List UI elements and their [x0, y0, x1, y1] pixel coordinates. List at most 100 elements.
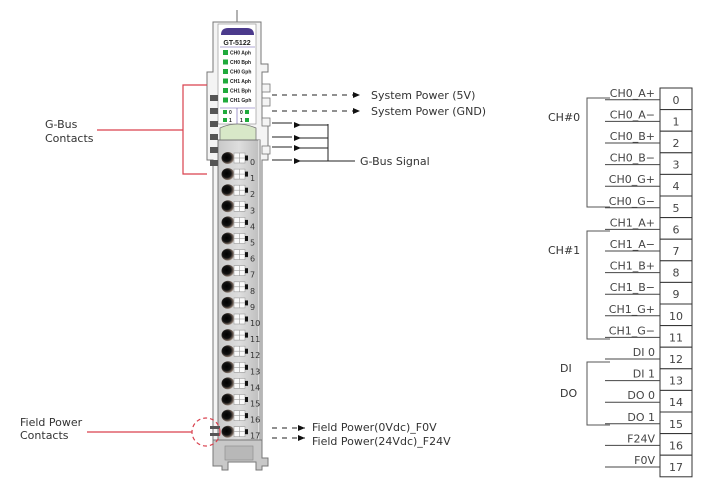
pin-number: 17 — [669, 461, 683, 474]
gbus-signal-arrows: G-Bus Signal — [272, 122, 430, 168]
led-indicator — [223, 97, 228, 103]
pin-number: 10 — [669, 310, 683, 323]
terminal-slot: 10 — [221, 313, 260, 328]
led-in-1-label: 1 — [229, 118, 232, 124]
terminal-number: 15 — [250, 400, 260, 409]
pin-signal-label: F24V — [627, 432, 655, 445]
release-slot — [245, 380, 248, 386]
release-slot — [245, 413, 248, 419]
screw-hole — [221, 216, 235, 229]
terminal-number: 2 — [250, 190, 255, 199]
gbus-bracket — [182, 84, 207, 175]
led-indicator — [223, 88, 228, 93]
foot-slot — [224, 445, 254, 461]
dio-bracket — [586, 361, 610, 426]
terminal-number: 5 — [250, 239, 255, 248]
contact-notch — [261, 117, 271, 127]
pin-signal-label: CH0_A− — [610, 108, 655, 121]
release-slot — [245, 268, 248, 274]
field-power-pin — [210, 433, 220, 436]
screw-hole — [221, 296, 235, 309]
led-indicator — [223, 59, 228, 65]
pinout-table: 0CH0_A+1CH0_A−2CH0_B+3CH0_B−4CH0_G+5CH0_… — [605, 87, 693, 478]
system-power-5v-label: System Power (5V) — [371, 89, 475, 102]
pin-signal-label: CH1_A+ — [610, 216, 655, 229]
pin-number: 15 — [669, 418, 683, 431]
pin-signal-label: CH1_B+ — [610, 260, 655, 273]
led-indicator — [223, 69, 228, 74]
pin-signal-label: CH1_G− — [609, 324, 655, 337]
release-slot — [245, 429, 248, 435]
terminal-number: 7 — [250, 271, 255, 280]
ch0-bracket — [586, 97, 610, 208]
gbus-contacts-callout: G-Bus Contacts — [45, 84, 207, 175]
terminal-slot: 1 — [221, 168, 255, 183]
pin-number: 5 — [673, 202, 680, 215]
terminal-slot: 4 — [221, 216, 255, 231]
gbus-pin — [210, 108, 218, 114]
terminal-slot: 5 — [221, 232, 255, 248]
screw-hole — [221, 184, 235, 197]
release-slot — [245, 187, 248, 193]
terminal-number: 3 — [250, 206, 255, 215]
screw-hole — [221, 345, 235, 358]
pin-number: 3 — [673, 159, 680, 172]
led-out-0-label: 0 — [240, 110, 243, 116]
field-power-arrows: Field Power(0Vdc)_F0V Field Power(24Vdc)… — [272, 421, 451, 448]
terminal-slot: 0 — [221, 152, 255, 167]
terminal-slot: 15 — [221, 393, 260, 409]
system-power-gnd-label: System Power (GND) — [371, 105, 486, 118]
terminal-slot: 11 — [221, 329, 260, 344]
screw-hole — [221, 361, 235, 374]
terminal-number: 14 — [250, 383, 260, 392]
pin-number: 7 — [673, 245, 680, 258]
gbus-right-contacts — [261, 83, 271, 155]
terminal-slot: 8 — [221, 280, 255, 296]
pin-signal-label: F0V — [634, 454, 655, 467]
release-slot — [245, 155, 248, 161]
pin-signal-label: CH1_A− — [610, 238, 655, 251]
ch1-bracket — [586, 230, 610, 340]
screw-hole — [221, 393, 235, 406]
gbus-signal-label: G-Bus Signal — [360, 155, 430, 168]
gbus-pin — [210, 160, 218, 166]
screw-hole — [221, 409, 235, 422]
pin-signal-label: CH0_G− — [609, 195, 655, 208]
screw-hole — [221, 313, 235, 325]
terminal-number: 13 — [250, 367, 260, 376]
pinout-groups: CH#0 CH#1 DI DO — [548, 97, 610, 426]
led-in-0 — [223, 110, 227, 114]
pin-signal-label: CH0_A+ — [610, 87, 655, 100]
pin-number: 16 — [669, 439, 683, 452]
terminal-slot: 9 — [221, 296, 255, 312]
release-slot — [245, 316, 248, 322]
pin-number: 8 — [673, 267, 680, 280]
terminal-slot: 14 — [221, 377, 260, 392]
terminal-number: 4 — [250, 222, 255, 231]
pin-signal-label: CH0_B− — [610, 152, 655, 165]
contact-notch — [261, 83, 271, 93]
led-out-1 — [245, 118, 249, 122]
pinout-row: 8 CH1_B+ — [605, 260, 693, 283]
terminal-slot: 2 — [221, 184, 255, 199]
pinout-row: 5 CH0_G− — [605, 195, 693, 219]
pinout-row: 3 CH0_B− — [605, 152, 693, 175]
release-slot — [245, 171, 248, 177]
terminal-slot: 6 — [221, 248, 255, 264]
terminal-number: 12 — [250, 351, 260, 360]
terminal-slot: 7 — [221, 264, 255, 280]
terminal-number: 17 — [250, 432, 260, 441]
screw-hole — [221, 200, 235, 213]
terminal-number: 11 — [250, 335, 260, 344]
led-label: CH0 Bph — [230, 60, 251, 66]
pin-signal-label: DI 0 — [633, 346, 655, 359]
di-group-label: DI — [560, 362, 572, 375]
terminal-number: 6 — [250, 255, 255, 264]
release-slot — [245, 397, 248, 402]
led-indicator — [223, 78, 228, 84]
